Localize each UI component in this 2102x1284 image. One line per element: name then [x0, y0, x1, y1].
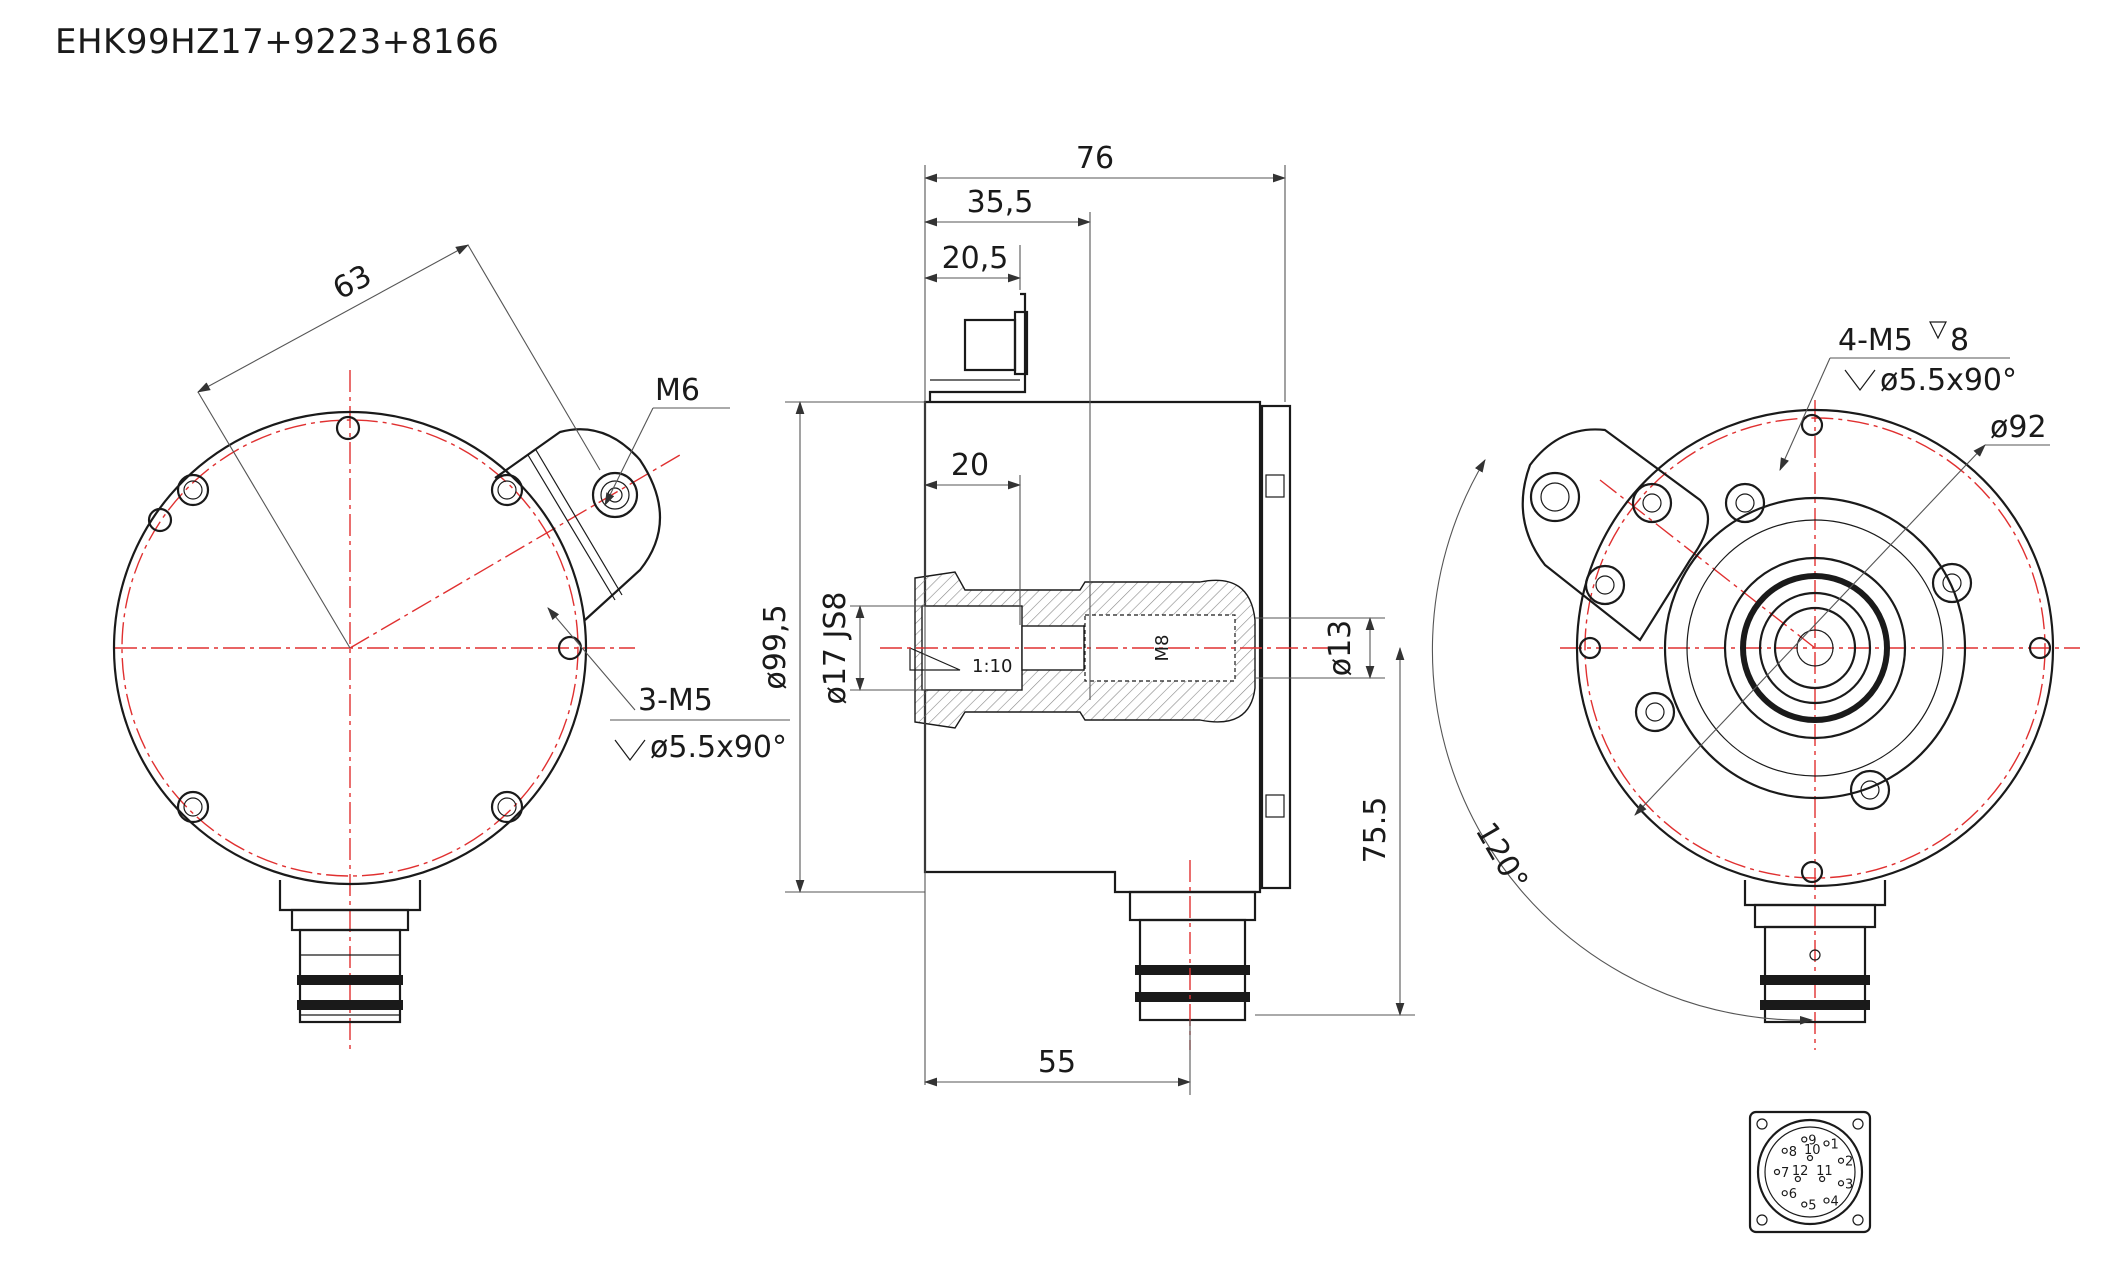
- connector-pin-label: 1: [1831, 1137, 1839, 1152]
- front-view: 63 M6 3-M5 ø5.5x90°: [112, 244, 790, 1050]
- rear-depth-text: 8: [1950, 323, 1969, 358]
- connector-pin-dot: [1823, 1140, 1830, 1147]
- side-dim-76-text: 76: [1076, 141, 1114, 176]
- connector-pin-label: 8: [1789, 1145, 1797, 1160]
- connector-pin-dot: [1781, 1147, 1788, 1154]
- side-dia-body-text: ø99,5: [758, 604, 793, 689]
- connector-pin-label: 12: [1792, 1164, 1809, 1179]
- connector-pin-dot: [1801, 1201, 1808, 1208]
- front-centerlines: [115, 370, 681, 1050]
- front-mounting-ear: [494, 428, 662, 621]
- connector-pin-label: 2: [1845, 1155, 1853, 1170]
- side-view: 1:10 M8 76 35,5: [758, 141, 1415, 1095]
- side-dim-20-text: 20: [951, 448, 989, 483]
- connector-pin-dot: [1781, 1190, 1788, 1197]
- front-3m5-label: 3-M5 ø5.5x90°: [547, 607, 790, 765]
- side-connector: [1128, 860, 1257, 1050]
- side-dim-20-5-text: 20,5: [942, 241, 1009, 276]
- connector-pin-dot: [1794, 1175, 1801, 1183]
- side-dim-75-5: 75.5: [1255, 646, 1415, 1017]
- side-dim-dia-body: ø99,5: [758, 400, 925, 894]
- side-bore-text: ø17 JS8: [818, 591, 853, 704]
- front-body-circle: [112, 410, 588, 886]
- rear-csk-text: ø5.5x90°: [1880, 363, 2017, 398]
- front-connector: [278, 880, 422, 1024]
- connector-pin-dot: [1837, 1157, 1845, 1164]
- side-taper-text: 1:10: [972, 656, 1012, 677]
- rear-4m5-text: 4-M5: [1838, 323, 1913, 358]
- front-m6-label: M6: [604, 373, 730, 506]
- side-flange: [1260, 404, 1292, 890]
- drawing-title: EHK99HZ17+9223+8166: [55, 22, 500, 62]
- connector-pin-label: 7: [1781, 1166, 1789, 1181]
- connector-pin-label: 9: [1808, 1134, 1816, 1149]
- front-m6-text: M6: [655, 373, 700, 408]
- connector-pin-label: 3: [1845, 1177, 1853, 1192]
- rear-view: 4-M5 8 ø5.5x90° ø92 120°: [1431, 321, 2080, 1050]
- rear-dia-92-label: ø92: [1634, 410, 2050, 816]
- side-dim-55: 55: [923, 1020, 1192, 1095]
- connector-pin-dot: [1773, 1168, 1781, 1176]
- side-top-fitting: [928, 292, 1029, 402]
- connector-pin-dot: [1801, 1136, 1808, 1143]
- side-dim-35-text: 35,5: [967, 185, 1034, 220]
- rear-angle-120: 120°: [1431, 459, 1814, 1025]
- side-dim-dia-13: ø13: [1255, 616, 1385, 680]
- connector-pin-dot: [1819, 1175, 1826, 1183]
- side-dim-bore: ø17 JS8: [818, 591, 925, 705]
- connector-pin-dot: [1806, 1154, 1814, 1162]
- side-dim-35-5: 35,5: [923, 185, 1092, 700]
- connector-pin-label: 5: [1808, 1198, 1816, 1213]
- front-csk-text: ø5.5x90°: [650, 730, 787, 765]
- side-dim-20-5: 20,5: [923, 241, 1022, 290]
- rear-angle-text: 120°: [1468, 817, 1534, 897]
- connector-pin-dot: [1837, 1180, 1845, 1187]
- side-dim-76: 76: [923, 141, 1287, 1085]
- front-dim-63-text: 63: [327, 258, 377, 307]
- side-dia-13-text: ø13: [1323, 620, 1358, 677]
- side-m8-text: M8: [1152, 635, 1173, 662]
- connector-pin-label: 6: [1789, 1187, 1797, 1202]
- side-dim-55-text: 55: [1038, 1045, 1076, 1080]
- rear-dia-92-text: ø92: [1990, 410, 2047, 445]
- connector-pin-dot: [1823, 1197, 1830, 1204]
- connector-pin-label: 11: [1816, 1164, 1833, 1179]
- side-dim-75-5-text: 75.5: [1358, 797, 1393, 864]
- connector-pin-label: 4: [1831, 1195, 1839, 1210]
- side-dim-20: 20: [923, 448, 1022, 625]
- rear-4m5-label: 4-M5 8 ø5.5x90°: [1779, 321, 2017, 472]
- front-mounting-holes: [147, 415, 583, 824]
- connector-pin-label: 10: [1804, 1143, 1821, 1158]
- front-3m5-text: 3-M5: [638, 683, 713, 718]
